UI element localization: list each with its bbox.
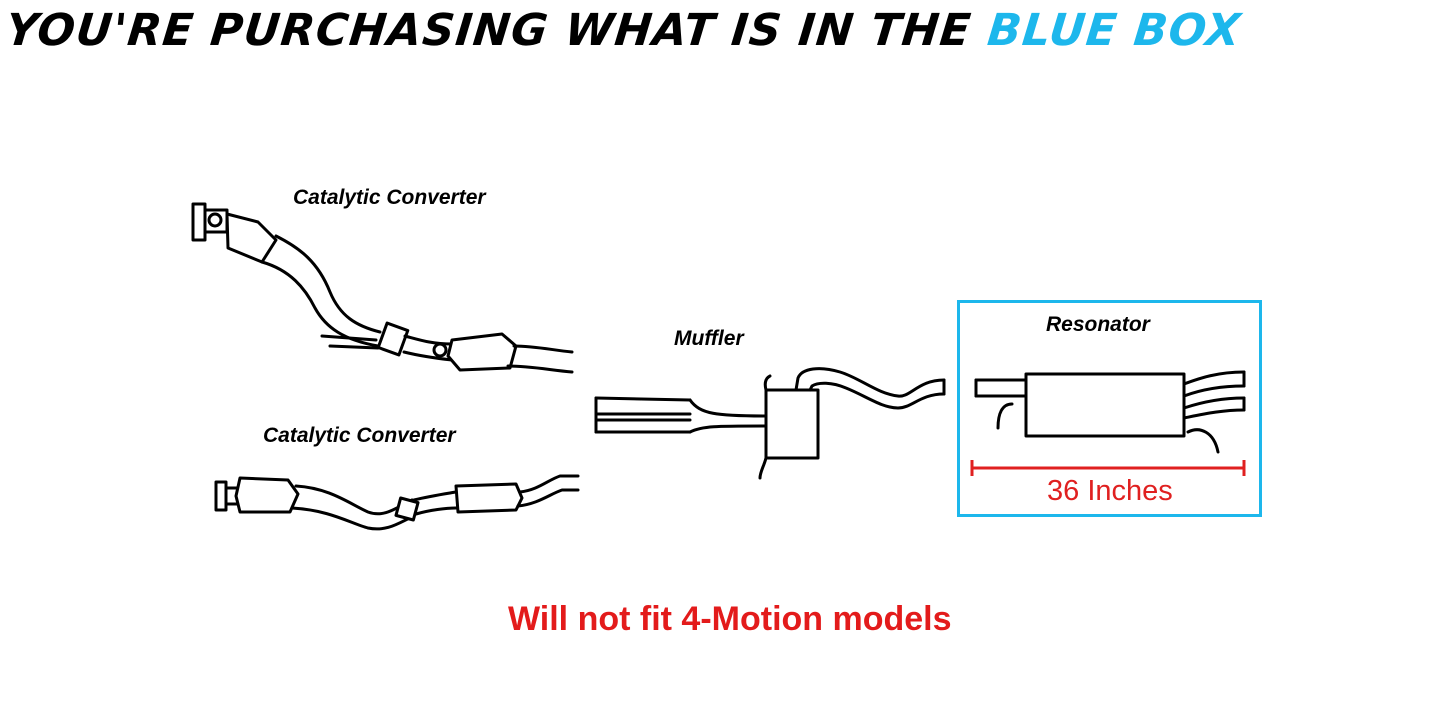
- label-catalytic-converter-upper: Catalytic Converter: [293, 186, 486, 209]
- label-catalytic-converter-lower: Catalytic Converter: [263, 424, 456, 447]
- muffler-drawing: [594, 367, 946, 480]
- label-resonator: Resonator: [1046, 313, 1150, 336]
- label-muffler: Muffler: [674, 327, 744, 350]
- resonator-drawing: [974, 370, 1246, 454]
- measurement-line: [970, 460, 1246, 476]
- lower-catalytic-converter-drawing: [214, 474, 580, 531]
- measurement-label: 36 Inches: [1047, 475, 1173, 507]
- purchase-blue-box: [957, 300, 1262, 517]
- fitment-warning: Will not fit 4-Motion models: [508, 600, 952, 638]
- upper-catalytic-converter-drawing: [191, 202, 574, 374]
